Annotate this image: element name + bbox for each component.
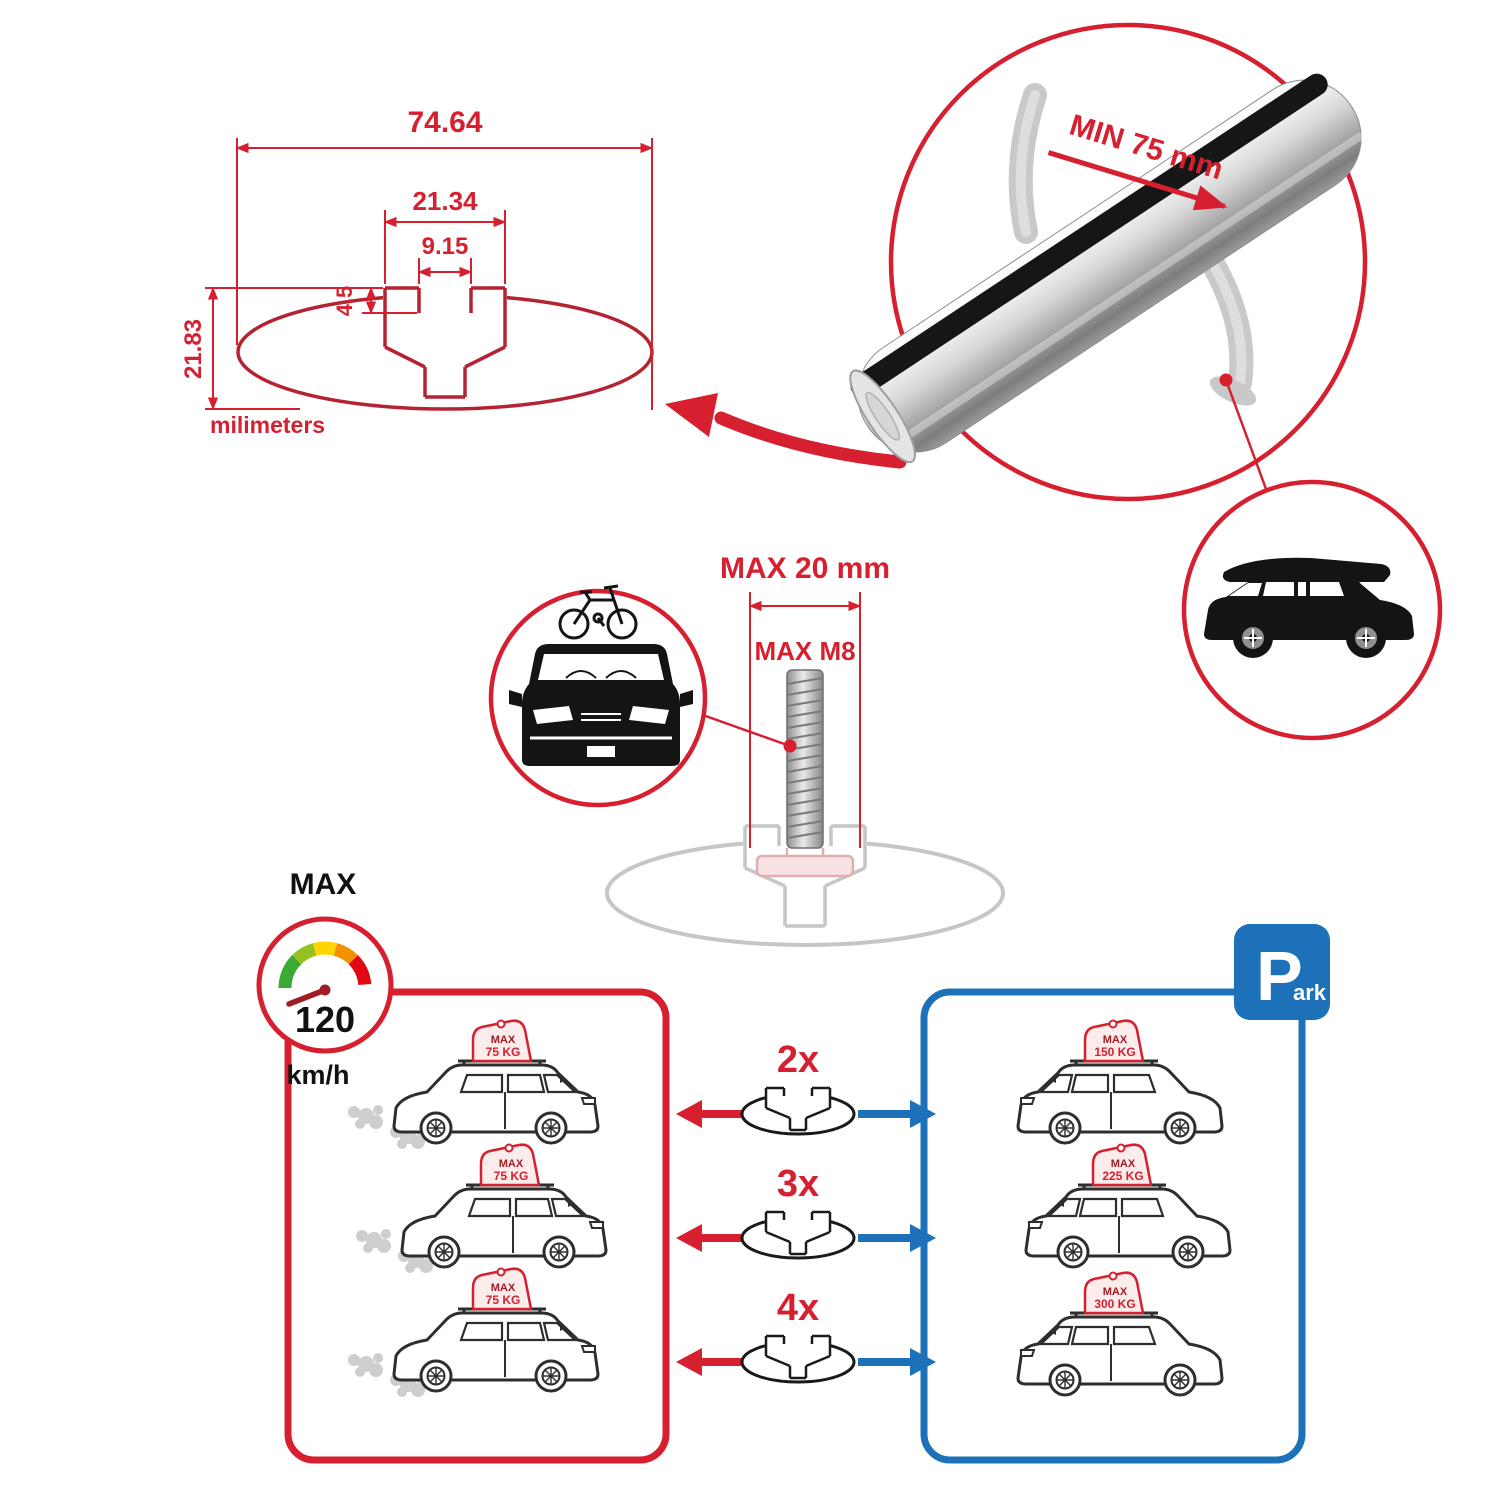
dim-lip-depth-label: 4.5 — [332, 286, 357, 317]
bar-count-label: 4x — [777, 1287, 819, 1329]
vehicle-circle — [1181, 479, 1443, 741]
tag-label: MAX — [491, 1282, 516, 1294]
zoom-arrow — [665, 393, 907, 469]
tag-value: 75 KG — [486, 1045, 521, 1059]
speed-gauge: MAX 120 km/h — [256, 868, 394, 1090]
clamp-sketch — [1008, 83, 1257, 406]
bar-count-row-3: 4x — [676, 1287, 936, 1384]
gauge-units-label: km/h — [286, 1060, 349, 1090]
bar-count-rows: 2x 3x 4x — [676, 1039, 936, 1384]
bar-count-row-1: 2x — [676, 1039, 936, 1136]
bolt-dimension-lines — [748, 592, 862, 848]
bolt-thread-label: MAX M8 — [754, 636, 855, 666]
aluminum-crossbar — [849, 73, 1364, 464]
tag-label: MAX — [491, 1034, 516, 1046]
load-tag: MAX 150 KG — [1083, 1019, 1145, 1063]
parking-sign-letter: P — [1256, 937, 1303, 1015]
crossbar-profile-icon — [740, 1332, 856, 1384]
gauge-max-label: MAX — [290, 868, 357, 901]
load-tag: MAX 75 KG — [479, 1143, 541, 1187]
tag-label: MAX — [1103, 1034, 1128, 1046]
bike-icon — [558, 584, 638, 640]
tag-value: 150 KG — [1094, 1045, 1135, 1059]
crossbar-profile-cross-section — [236, 284, 654, 411]
bolt-max-width-label: MAX 20 mm — [720, 552, 890, 585]
ghost-bolt-head — [755, 848, 855, 878]
bolt-dimension-diagram: MAX 20 mm MAX M8 — [605, 552, 1005, 947]
right-arrowhead — [910, 1348, 936, 1376]
dim-profile-height-label: 21.83 — [180, 319, 207, 379]
crossbar-detail-circle: MIN 75 mm — [849, 22, 1368, 502]
dim-channel-width-label: 21.34 — [412, 186, 478, 216]
crossbar-profile-icon — [740, 1084, 856, 1136]
bar-count-label: 3x — [777, 1163, 819, 1205]
gauge-value: 120 — [295, 999, 355, 1040]
bar-count-label: 2x — [777, 1039, 819, 1081]
left-arrowhead — [676, 1348, 702, 1376]
bar-count-row-2: 3x — [676, 1163, 936, 1260]
load-tag: MAX 225 KG — [1091, 1143, 1153, 1187]
suv-with-roofbox — [1204, 557, 1414, 658]
parked-cars: MAX 150 KG MAX 225 KG MAX 300 KG — [1016, 1019, 1232, 1397]
profile-dimension-diagram: 74.64 21.34 9.15 4.5 21.83 milimeters — [180, 106, 654, 438]
tag-value: 75 KG — [494, 1169, 529, 1183]
bike-car-circle — [488, 584, 708, 808]
crossbar-profile-icon — [740, 1208, 856, 1260]
load-tag: MAX 300 KG — [1083, 1271, 1145, 1315]
car-front-view — [509, 644, 693, 766]
dim-slot-opening-label: 9.15 — [422, 233, 469, 260]
load-tag: MAX 75 KG — [471, 1267, 533, 1311]
parking-sign-suffix: ark — [1293, 980, 1327, 1005]
rubber-strip — [850, 73, 1328, 397]
driving-cars: MAX 75 KG MAX 75 KG MAX 75 KG — [348, 1019, 608, 1397]
threaded-bolt — [786, 669, 824, 849]
load-tag: MAX 75 KG — [471, 1019, 533, 1063]
parking-sign: P ark — [1234, 924, 1330, 1020]
dim-units-label: milimeters — [210, 412, 325, 438]
right-arrowhead — [910, 1224, 936, 1252]
tag-label: MAX — [499, 1158, 524, 1170]
left-arrowhead — [676, 1224, 702, 1252]
tag-value: 225 KG — [1102, 1169, 1143, 1183]
right-arrowhead — [910, 1100, 936, 1128]
tag-value: 75 KG — [486, 1293, 521, 1307]
dim-outer-width-label: 74.64 — [407, 106, 482, 139]
dimension-lines — [205, 138, 654, 411]
bolt-connector-line — [699, 712, 791, 748]
tag-label: MAX — [1103, 1286, 1128, 1298]
connector-line — [1224, 379, 1268, 490]
left-arrowhead — [676, 1100, 702, 1128]
gauge-needle — [286, 987, 328, 1007]
tag-label: MAX — [1111, 1158, 1136, 1170]
tag-value: 300 KG — [1094, 1297, 1135, 1311]
